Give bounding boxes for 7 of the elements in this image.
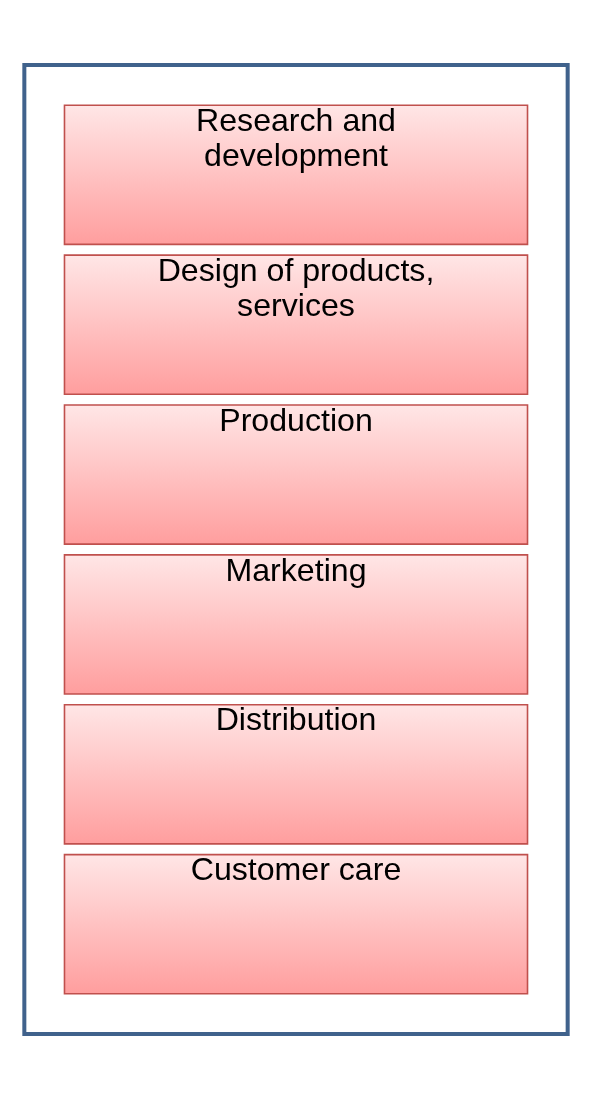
node-box: Design of products, services	[63, 253, 529, 395]
node-box: Customer care	[63, 853, 529, 995]
node-box: Marketing	[63, 553, 529, 695]
node-box: Production	[63, 403, 529, 545]
cluster	[22, 62, 570, 1036]
node-box: Distribution	[63, 703, 529, 845]
node-box: Research and development	[63, 103, 529, 245]
